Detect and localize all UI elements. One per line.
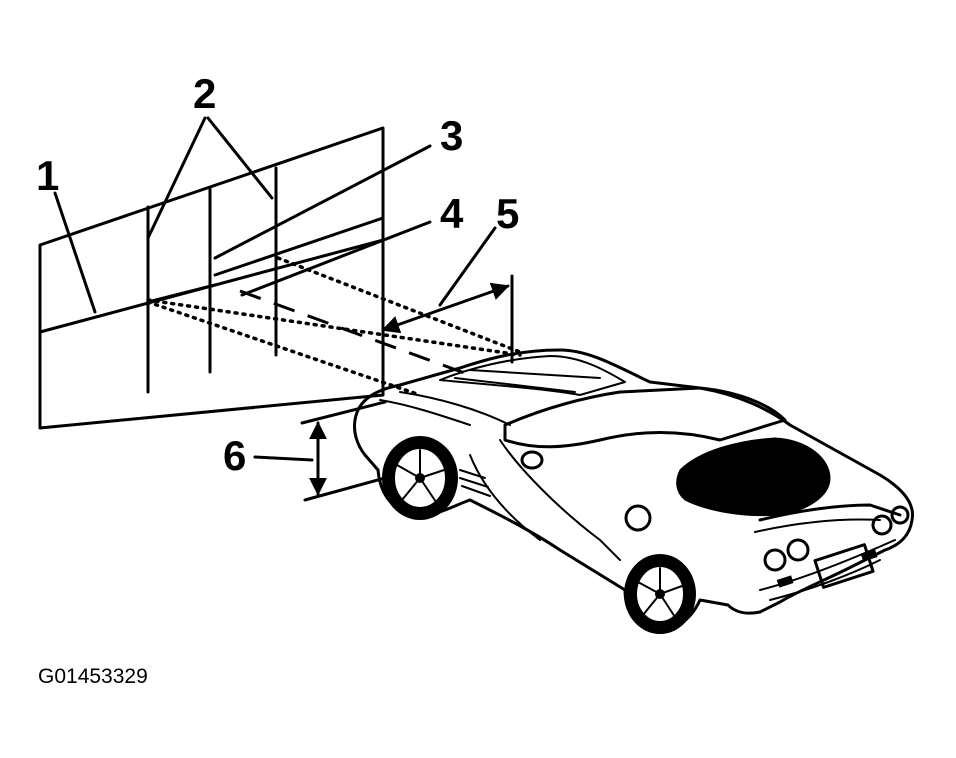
roof	[503, 386, 787, 449]
callout-1: 1	[36, 152, 59, 199]
rear-wheel	[624, 554, 696, 634]
callout-5: 5	[496, 190, 519, 237]
height-dimension	[253, 400, 387, 502]
fuel-door	[624, 504, 652, 532]
side-mirror	[520, 450, 544, 470]
exhaust-right	[860, 549, 878, 562]
projection-lines	[146, 256, 522, 397]
callout-3: 3	[440, 112, 463, 159]
exhaust-left	[776, 575, 794, 588]
front-wheel	[382, 436, 458, 520]
horizontal-line-right	[213, 216, 385, 277]
rear-window	[676, 437, 831, 517]
callout-4: 4	[440, 190, 464, 237]
callout-2: 2	[193, 70, 216, 117]
vehicle	[353, 348, 915, 634]
callout-6: 6	[223, 432, 246, 479]
distance-dimension	[381, 274, 514, 364]
side-vents	[459, 469, 491, 497]
leader-lines	[53, 116, 497, 314]
centerline-dashed	[239, 289, 471, 377]
figure-id: G01453329	[38, 665, 148, 688]
tail-lights	[763, 505, 910, 572]
windshield	[439, 355, 626, 396]
